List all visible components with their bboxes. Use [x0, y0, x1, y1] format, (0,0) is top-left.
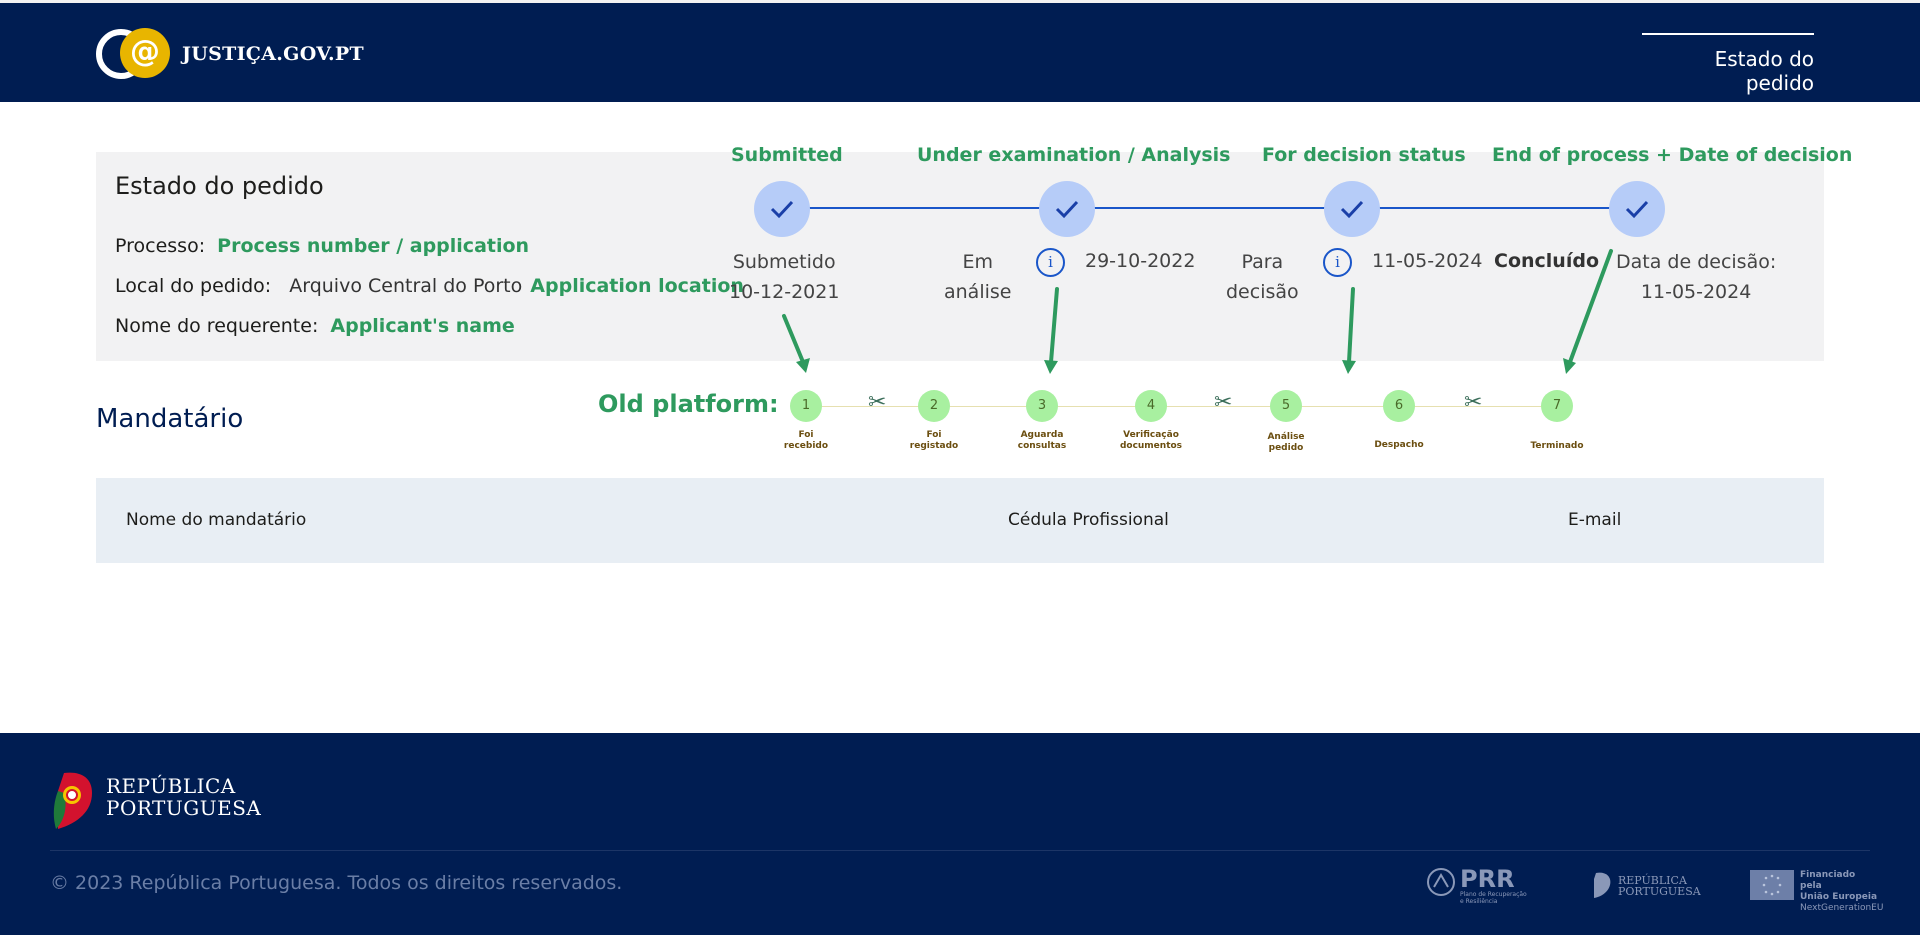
- info-icon[interactable]: i: [1036, 248, 1065, 277]
- at-sign-icon: @: [120, 28, 170, 78]
- step-3-label: Para decisão: [1226, 247, 1299, 307]
- step-1-check-icon: [754, 181, 810, 237]
- step-2-date: 29-10-2022: [1085, 250, 1196, 272]
- applicant-label: Nome do requerente:: [115, 315, 319, 337]
- location-value: Arquivo Central do Porto: [289, 275, 523, 297]
- step-4-decision: Data de decisão: 11-05-2024: [1616, 247, 1776, 307]
- step-3-name-line1: Para: [1241, 251, 1284, 273]
- applicant-row: Nome do requerente: Applicant's name: [115, 315, 515, 337]
- step-3-check-icon: [1324, 181, 1380, 237]
- step-2-check-icon: [1039, 181, 1095, 237]
- old-step-7-caption: Terminado: [1530, 441, 1584, 451]
- republica-emblem-icon: [1594, 872, 1611, 898]
- location-annotation: Application location: [530, 275, 744, 297]
- col-cedula-profissional: Cédula Profissional: [1008, 510, 1169, 530]
- scissors-icon: ✂: [1214, 390, 1233, 415]
- eu-flag-icon: [1750, 870, 1794, 900]
- portugal-emblem-icon: [53, 772, 92, 829]
- process-annotation: Process number / application: [217, 235, 530, 257]
- scissors-icon: ✂: [1464, 390, 1483, 415]
- decision-date-label: Data de decisão:: [1616, 251, 1777, 273]
- logo-text: JUSTIÇA.GOV.PT: [182, 43, 364, 65]
- step-heading-analysis: Under examination / Analysis: [917, 144, 1231, 166]
- old-step-6-caption: Despacho: [1374, 440, 1424, 450]
- col-email: E-mail: [1568, 510, 1622, 530]
- location-label: Local do pedido:: [115, 275, 272, 297]
- copyright-text: © 2023 República Portuguesa. Todos os di…: [50, 872, 623, 894]
- decision-date-value: 11-05-2024: [1640, 281, 1752, 303]
- step-1-label: Submetido 10-12-2021: [729, 247, 839, 307]
- step-2-label: Em análise: [944, 247, 1011, 307]
- old-step-6: 6: [1383, 390, 1415, 422]
- step-3-name-line2: decisão: [1226, 281, 1299, 303]
- old-step-4: 4: [1135, 390, 1167, 422]
- status-panel: [96, 152, 1824, 361]
- old-step-3: 3: [1026, 390, 1058, 422]
- step-heading-decision: For decision status: [1262, 144, 1466, 166]
- old-step-2: 2: [918, 390, 950, 422]
- step-heading-submitted: Submitted: [731, 144, 843, 166]
- old-step-5: 5: [1270, 390, 1302, 422]
- old-platform-line: [805, 406, 1557, 407]
- step-4-check-icon: [1609, 181, 1665, 237]
- location-row: Local do pedido: Arquivo Central do Port…: [115, 275, 744, 297]
- republica-portuguesa-text: REPÚBLICA PORTUGUESA: [106, 774, 262, 820]
- republica-portuguesa-logo[interactable]: REPÚBLICA PORTUGUESA: [50, 771, 280, 831]
- status-title: Estado do pedido: [115, 172, 324, 200]
- footer-divider: [50, 850, 1870, 851]
- step-1-name: Submetido: [732, 251, 836, 273]
- info-icon[interactable]: i: [1323, 248, 1352, 277]
- process-label: Processo:: [115, 235, 206, 257]
- site-header: @ JUSTIÇA.GOV.PT Estado do pedido: [0, 0, 1920, 102]
- step-3-date: 11-05-2024: [1372, 250, 1483, 272]
- step-1-date: 10-12-2021: [729, 281, 840, 303]
- site-footer: REPÚBLICA PORTUGUESA © 2023 República Po…: [0, 733, 1920, 935]
- old-platform-label: Old platform:: [598, 390, 779, 418]
- old-step-1: 1: [790, 390, 822, 422]
- col-nome-mandatario: Nome do mandatário: [126, 510, 307, 530]
- prr-icon: [1427, 868, 1455, 896]
- applicant-annotation: Applicant's name: [330, 315, 515, 337]
- mandatario-table-header: Nome do mandatário Cédula Profissional E…: [96, 478, 1824, 563]
- old-step-7: 7: [1541, 390, 1573, 422]
- nav-estado-do-pedido[interactable]: Estado do pedido: [1642, 33, 1814, 95]
- step-2-name-line2: análise: [944, 281, 1012, 303]
- step-heading-end: End of process + Date of decision: [1492, 144, 1853, 166]
- mandatario-title: Mandatário: [96, 404, 244, 434]
- process-row: Processo: Process number / application: [115, 235, 529, 257]
- justica-logo[interactable]: @ JUSTIÇA.GOV.PT: [96, 27, 364, 83]
- progress-track: [782, 207, 1637, 209]
- step-2-name-line1: Em: [962, 251, 993, 273]
- step-4-name: Concluído: [1494, 250, 1599, 272]
- scissors-icon: ✂: [868, 390, 887, 415]
